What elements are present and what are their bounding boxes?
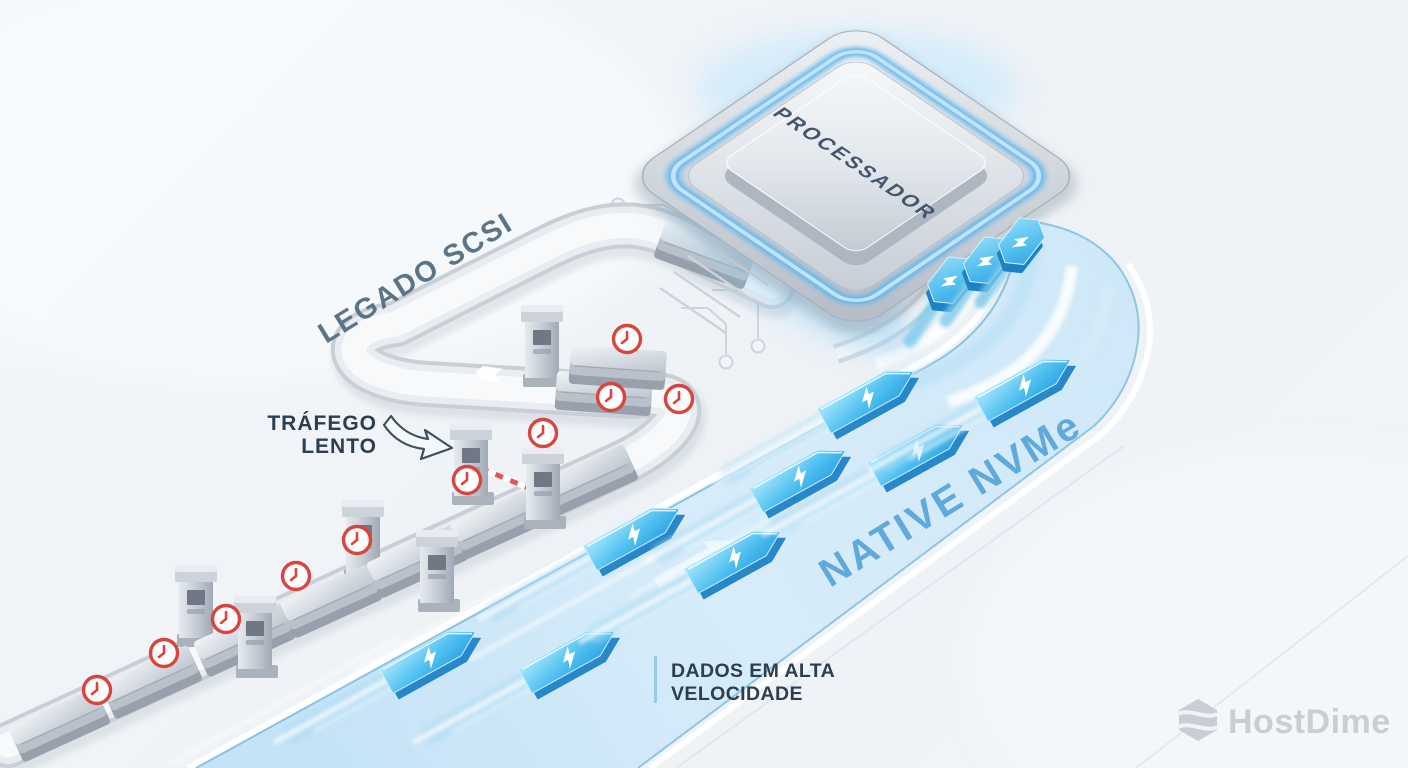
clock-icon [611, 323, 643, 355]
highway-edge [675, 445, 1125, 768]
slow-traffic-line2: LENTO [301, 435, 377, 458]
processor-chip: PROCESSADOR [634, 30, 1078, 334]
curved-arrow-icon [382, 414, 454, 461]
clock-icon [527, 417, 559, 449]
hostdime-logo: HostDime [1177, 699, 1391, 741]
clock-icon [81, 674, 113, 706]
highway-edge [648, 262, 1154, 768]
trace-node [750, 338, 766, 354]
clock-icon [341, 524, 373, 556]
fast-data-line2: VELOCIDADE [671, 683, 803, 705]
clock-icon [210, 603, 242, 635]
clock-icon [280, 560, 312, 592]
hostdime-logo-text: HostDime [1228, 703, 1391, 741]
gate-tower [416, 530, 460, 612]
highway-edge [637, 221, 1140, 768]
processor-die-top [726, 74, 986, 252]
slow-traffic-label: TRÁFEGO LENTO [267, 412, 454, 461]
gate-tower [234, 596, 278, 678]
fast-data-line1: DADOS EM ALTA [671, 660, 835, 682]
scsi-road [0, 202, 800, 768]
floor-seam-line [1135, 555, 1408, 768]
hostdime-logo-icon [1177, 699, 1219, 741]
trace-node [718, 354, 734, 370]
background-highlight [970, 450, 1408, 768]
clock-icon [148, 637, 180, 669]
clock-icon [663, 383, 695, 415]
clock-icon [451, 464, 483, 496]
slow-traffic-line1: TRÁFEGO [267, 412, 377, 435]
fast-data-label: DADOS EM ALTA VELOCIDADE [654, 656, 835, 705]
clock-icon [595, 381, 627, 413]
highway-surface [196, 221, 1139, 768]
road-arrow-marking [475, 365, 503, 383]
gate-tower [522, 447, 566, 529]
label-accent-bar [654, 656, 657, 703]
processor-glow-ring-core [670, 50, 1042, 302]
